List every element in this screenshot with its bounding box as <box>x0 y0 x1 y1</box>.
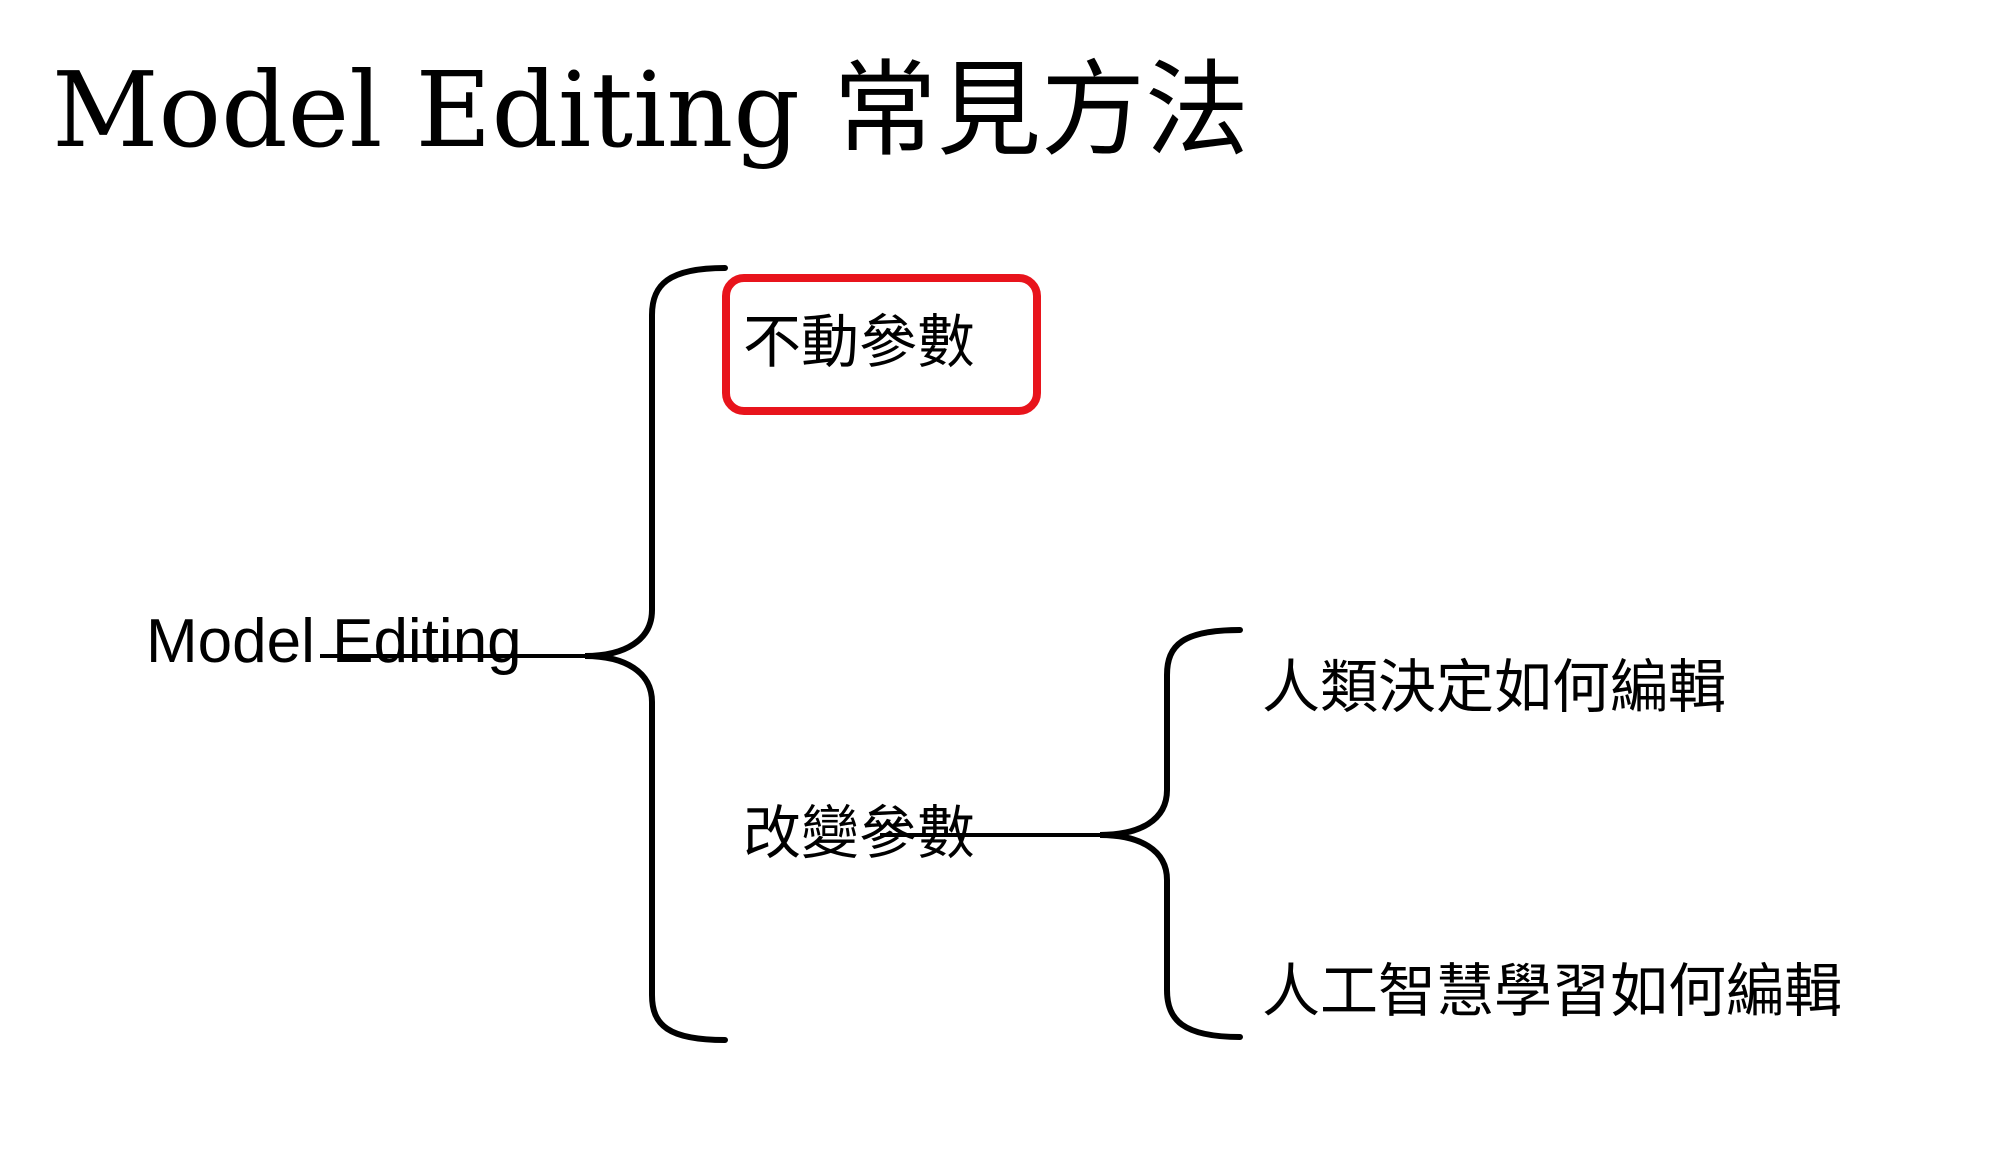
root-node-label: Model Editing <box>146 607 522 676</box>
leaf-node-human-decides: 人類決定如何編輯 <box>1262 653 1727 721</box>
leaf-node-ai-learns: 人工智慧學習如何編輯 <box>1262 957 1843 1025</box>
branch-node-keep-params: 不動參數 <box>743 308 976 376</box>
sub-brace <box>1099 627 1243 1040</box>
highlight-box <box>722 274 1041 415</box>
branch-node-change-params: 改變參數 <box>743 799 976 867</box>
main-brace <box>584 265 728 1043</box>
slide-title: Model Editing 常見方法 <box>52 49 1249 171</box>
